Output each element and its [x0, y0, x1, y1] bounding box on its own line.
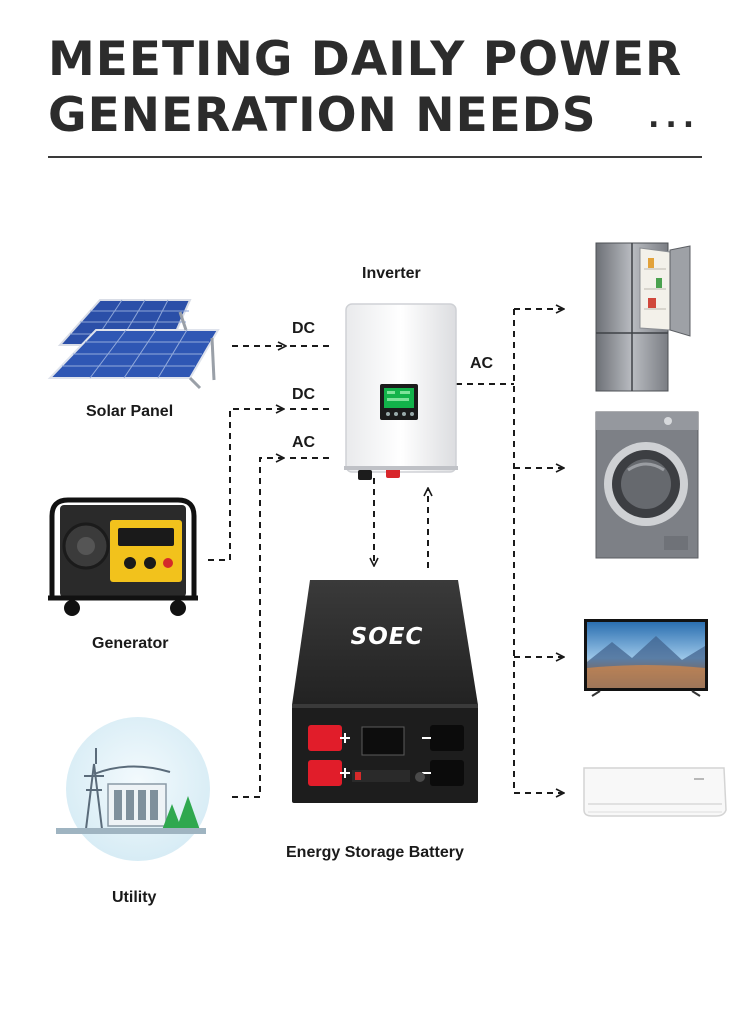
- utility-label: Utility: [112, 889, 157, 906]
- title-line-2: GENERATION NEEDS: [48, 88, 597, 143]
- washing-machine-icon: [595, 411, 699, 559]
- title-divider: [48, 156, 702, 158]
- generator-to-inverter-line: [208, 409, 284, 561]
- solar-panel-label: Solar Panel: [86, 403, 174, 420]
- generator-label: Generator: [92, 635, 169, 652]
- title-line-1: MEETING DAILY POWER: [48, 32, 683, 87]
- generator-connection-label: DC: [292, 386, 316, 403]
- svg-text:SOEC: SOEC: [351, 624, 424, 650]
- output-connection-label: AC: [470, 355, 494, 372]
- inverter-label: Inverter: [362, 265, 421, 282]
- battery-brand: SOEC: [351, 624, 424, 650]
- utility-connection-label: AC: [292, 434, 316, 451]
- ellipsis-icon: ...: [648, 100, 701, 135]
- generator-icon: [48, 497, 198, 616]
- battery-label: Energy Storage Battery: [286, 844, 464, 861]
- connection-lines: [208, 309, 564, 798]
- refrigerator-icon: [595, 242, 691, 392]
- utility-to-inverter-line: [232, 458, 284, 798]
- battery-icon: SOEC: [292, 580, 478, 803]
- page-title: MEETING DAILY POWER GENERATION NEEDS: [48, 32, 708, 144]
- air-conditioner-icon: [583, 767, 727, 817]
- television-icon: [584, 619, 708, 697]
- utility-icon: [56, 717, 210, 861]
- solar-connection-label: DC: [292, 320, 316, 337]
- solar-panel-icon: [40, 299, 220, 390]
- inverter-icon: [344, 303, 458, 480]
